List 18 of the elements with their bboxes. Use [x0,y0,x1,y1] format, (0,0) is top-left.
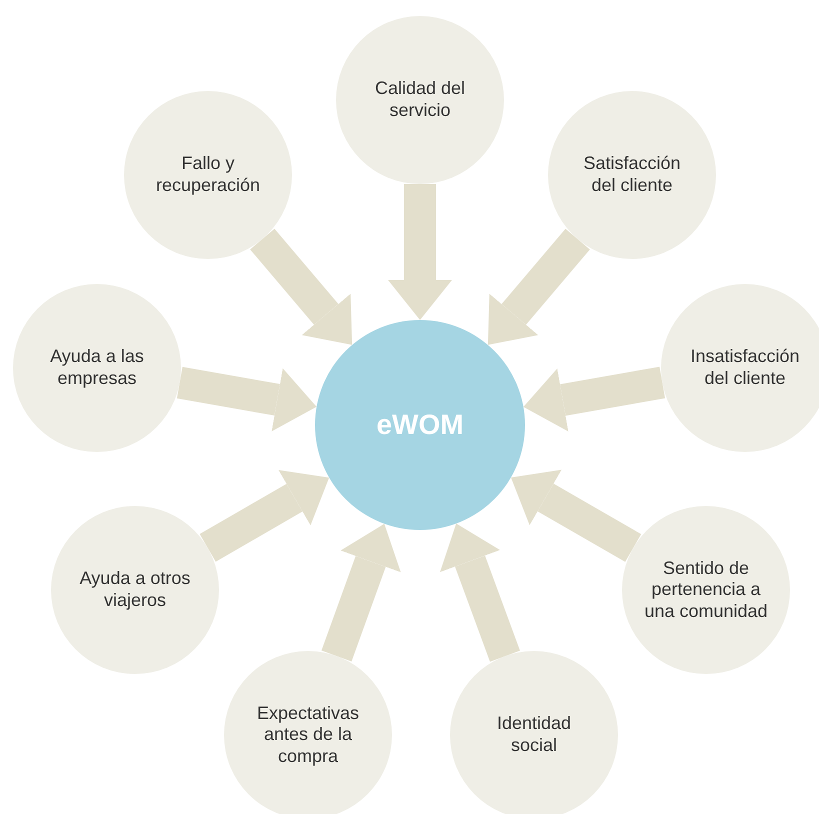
block-arrow [176,366,317,432]
block-arrow [321,524,401,662]
topic-label: Expectativas antes de la compra [256,702,360,768]
topic-label: Ayuda a las empresas [49,346,145,390]
block-arrow [523,366,666,432]
block-arrow [200,470,330,562]
topic-label: Insatisfacción del cliente [689,346,801,390]
topic-label: Identidad social [496,713,572,757]
topic-label: Sentido de pertenencia a una comunidad [644,558,768,622]
topic-label: Ayuda a otros viajeros [78,568,192,612]
block-arrow [488,228,590,345]
block-arrow [250,228,352,345]
central-label: eWOM [376,408,464,442]
topic-label: Satisfacción del cliente [582,153,682,197]
topic-label: Fallo y recuperación [154,153,262,197]
topic-label: Calidad del servicio [374,78,466,122]
block-arrow [388,184,452,320]
block-arrow [510,470,642,562]
